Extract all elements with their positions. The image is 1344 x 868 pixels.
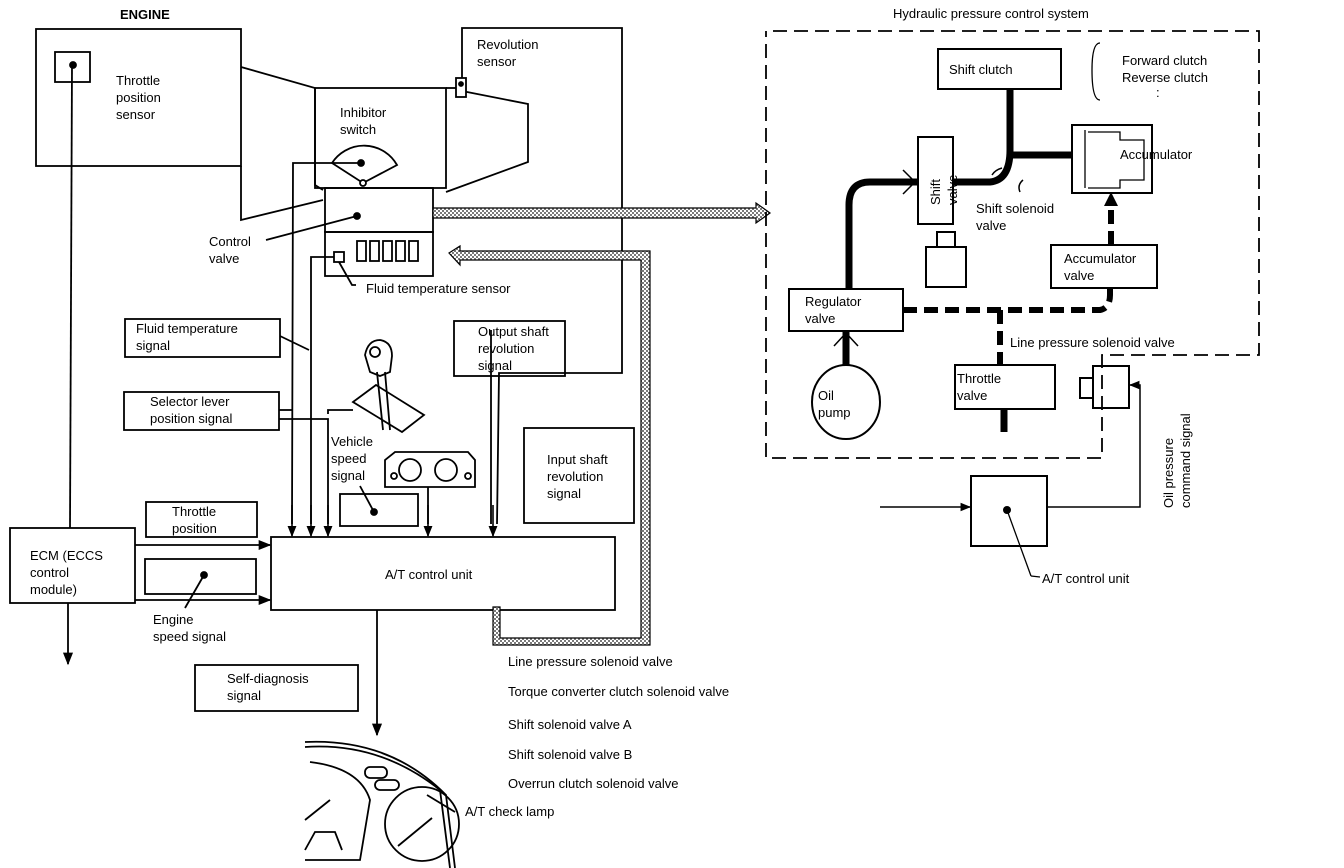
input-shaft-revolution-signal-label: Input shaft revolution signal	[547, 452, 608, 501]
output-overrun-clutch-solenoid: Overrun clutch solenoid valve	[508, 776, 679, 791]
accumulator-valve-box	[1050, 244, 1158, 289]
hydraulic-heading: Hydraulic pressure control system	[893, 6, 1089, 21]
revolution-sensor-icon	[455, 77, 467, 98]
meter-cluster-icon	[304, 740, 460, 868]
at-check-lamp-label: A/T check lamp	[465, 804, 555, 819]
accumulator-label: Accumulator	[1120, 147, 1193, 162]
fluid-temperature-sensor-label: Fluid temperature sensor	[366, 281, 511, 296]
throttle-position-label: Throttle position	[172, 504, 217, 536]
revolution-sensor-label: Revolution sensor	[477, 37, 539, 69]
line-pressure-solenoid-valve-label: Line pressure solenoid valve	[1010, 335, 1175, 350]
at-control-unit-label: A/T control unit	[385, 567, 473, 582]
solenoid-feedback-loop	[448, 244, 651, 646]
output-torque-converter-clutch-solenoid: Torque converter clutch solenoid valve	[508, 684, 730, 699]
throttle-valve-label: Throttle valve	[957, 371, 1002, 403]
clutch-list-label: Forward clutch Reverse clutch	[1122, 53, 1208, 85]
vehicle-speed-signal-label: Vehicle speed signal	[331, 434, 373, 483]
output-shift-solenoid-b: Shift solenoid valve B	[508, 747, 633, 762]
accumulator-icon	[1071, 124, 1153, 194]
control-valve-block	[324, 187, 434, 233]
control-valve-label: Control valve	[209, 234, 251, 266]
at-control-unit-box	[270, 536, 616, 611]
shift-solenoid-valve-label: Shift solenoid valve	[976, 201, 1055, 233]
regulator-valve-label: Regulator valve	[805, 294, 862, 326]
engine-speed-signal-label: Engine speed signal	[153, 612, 226, 644]
shift-clutch-box	[937, 48, 1062, 90]
selector-lever-icon	[351, 339, 426, 434]
self-diagnosis-signal-label: Self-diagnosis signal	[227, 671, 309, 703]
inhibitor-switch-icon	[330, 144, 399, 185]
fluid-temperature-sensor-icon	[333, 251, 345, 263]
output-shaft-revolution-signal-label: Output shaft revolution signal	[478, 324, 549, 373]
hyd-at-control-unit-label: A/T control unit	[1042, 571, 1130, 586]
oil-pump-label: Oil pump	[818, 388, 851, 420]
solenoid-icons	[356, 240, 419, 262]
clutch-list-more: :	[1156, 85, 1160, 100]
engine-heading: ENGINE	[120, 7, 170, 22]
ecm-box	[9, 527, 136, 604]
inhibitor-switch-label: Inhibitor switch	[340, 105, 387, 137]
oil-pressure-command-signal-label: Oil pressure command signal	[1161, 413, 1193, 508]
output-line-pressure-solenoid: Line pressure solenoid valve	[508, 654, 673, 669]
fluid-temperature-signal-label: Fluid temperature signal	[136, 321, 238, 353]
output-shift-solenoid-a: Shift solenoid valve A	[508, 717, 632, 732]
gauge-cluster-icon	[384, 451, 476, 488]
solenoid-block	[324, 231, 434, 277]
hydraulic-output-arrow	[432, 201, 772, 225]
accumulator-valve-label: Accumulator valve	[1064, 251, 1137, 283]
line-pressure-solenoid-icon	[1092, 365, 1130, 409]
ecm-label: ECM (ECCS control module)	[30, 548, 103, 597]
selector-lever-position-signal-label: Selector lever position signal	[150, 394, 233, 426]
hydraulic-system-frame	[765, 30, 1260, 459]
shift-solenoid-icon	[925, 246, 967, 288]
throttle-position-sensor-label: Throttle position sensor	[116, 73, 161, 122]
shift-clutch-label: Shift clutch	[949, 62, 1013, 77]
shift-valve-label: Shift valve	[928, 174, 960, 205]
engine-block	[35, 28, 242, 167]
